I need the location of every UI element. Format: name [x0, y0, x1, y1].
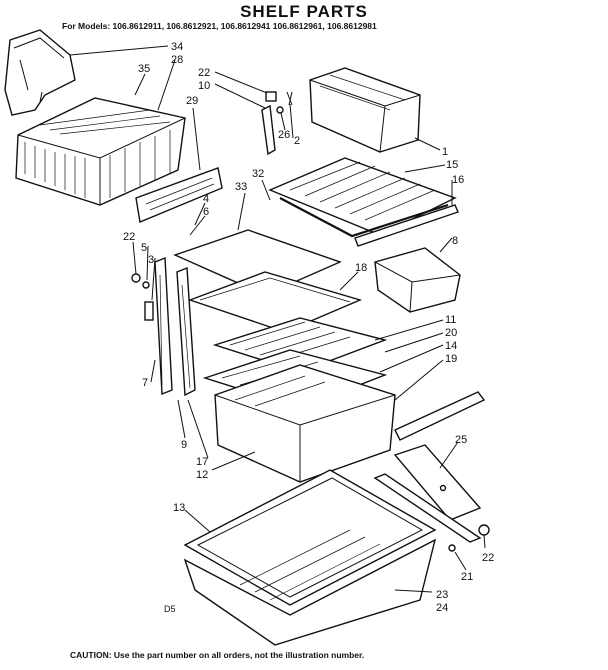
- callout-22-bottom: 22: [482, 552, 494, 564]
- callout-29: 29: [186, 95, 198, 107]
- support-rod-drawing: [394, 391, 486, 441]
- large-drawer-drawing: [214, 364, 396, 483]
- callout-6: 6: [203, 206, 209, 218]
- callout-18: 18: [355, 262, 367, 274]
- top-shelf-drawing: [268, 157, 457, 238]
- callout-12: 12: [196, 469, 208, 481]
- callout-14: 14: [445, 340, 457, 352]
- callout-21: 21: [461, 571, 473, 583]
- callout-20: 20: [445, 327, 457, 339]
- callout-17: 17: [196, 456, 208, 468]
- callout-25: 25: [455, 434, 467, 446]
- side-rails-drawing: [131, 256, 196, 397]
- callout-32: 32: [252, 168, 264, 180]
- leader-lines: [69, 45, 486, 593]
- callout-15: 15: [446, 159, 458, 171]
- callout-34: 34: [171, 41, 183, 53]
- upper-bin-drawing: [309, 67, 421, 153]
- callout-labels: 34 28 35 22 10 29 26 2 1 15 16 32 33 4 6…: [123, 41, 494, 614]
- callout-26: 26: [278, 129, 290, 141]
- callout-5: 5: [141, 242, 147, 254]
- callout-22-top: 22: [198, 67, 210, 79]
- bottom-pan-drawing: [183, 469, 437, 646]
- shelf-trim-drawing: [354, 204, 459, 247]
- callout-33: 33: [235, 181, 247, 193]
- callout-11: 11: [445, 314, 456, 326]
- hardware-cluster-drawing: [261, 91, 293, 156]
- liner-panel-drawing: [4, 29, 76, 116]
- callout-3: 3: [148, 254, 154, 266]
- callout-8: 8: [452, 235, 458, 247]
- callout-22-left: 22: [123, 231, 135, 243]
- callout-16: 16: [452, 174, 464, 186]
- shelf-frames-drawing: [173, 229, 363, 333]
- page-title: SHELF PARTS: [240, 2, 368, 21]
- callout-1: 1: [442, 146, 448, 158]
- callout-23: 23: [436, 589, 448, 601]
- callout-35: 35: [138, 63, 150, 75]
- drawer-front-drawing: [135, 167, 223, 223]
- small-bin-drawing: [374, 247, 461, 313]
- rail-bracket-drawing: [373, 444, 490, 552]
- callout-9: 9: [181, 439, 187, 451]
- callout-7: 7: [142, 377, 148, 389]
- callout-28: 28: [171, 54, 183, 66]
- callout-2: 2: [294, 135, 300, 147]
- crisper-drawer-drawing: [15, 97, 186, 206]
- diagram-code: D5: [164, 604, 176, 614]
- caution-note: CAUTION: Use the part number on all orde…: [70, 650, 365, 660]
- callout-19: 19: [445, 353, 457, 365]
- callout-13: 13: [173, 502, 185, 514]
- callout-24: 24: [436, 602, 448, 614]
- callout-4: 4: [203, 193, 209, 205]
- callout-10: 10: [198, 80, 210, 92]
- model-list: For Models: 106.8612911, 106.8612921, 10…: [62, 21, 377, 31]
